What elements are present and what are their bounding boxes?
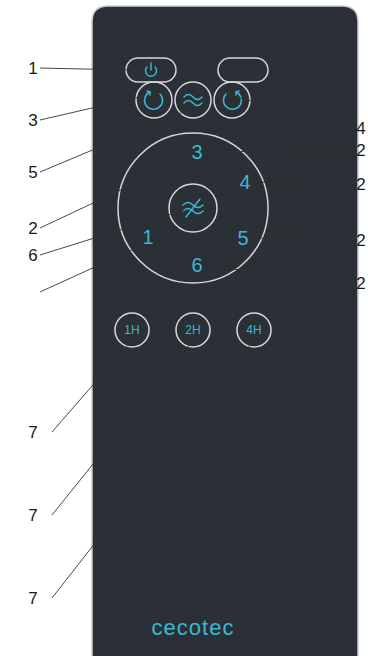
power-button [126, 58, 176, 82]
callout-number: 2 [356, 176, 365, 193]
timer-text: 1H [124, 324, 139, 336]
callout-number: 6 [28, 247, 37, 264]
rotate-right-button [214, 82, 250, 118]
wave-off-icon [183, 199, 203, 217]
callout-number: 2 [356, 142, 365, 159]
speed-number: 1 [142, 227, 153, 247]
center-button [169, 184, 217, 232]
speed-number: 5 [237, 228, 248, 248]
callout-number: 5 [28, 164, 37, 181]
timer-button [115, 313, 149, 347]
speed-number: 6 [191, 255, 202, 275]
blank-button [218, 58, 268, 82]
callout-number: 7 [28, 507, 37, 524]
rotate-icon [145, 92, 163, 109]
speed-ring [118, 133, 268, 283]
power-icon [146, 63, 157, 76]
timer-text: 4H [246, 324, 261, 336]
brand-logo: cecotec [152, 617, 235, 639]
callout-number: 2 [28, 220, 37, 237]
rotate-left-button [136, 82, 172, 118]
mode-button [175, 82, 211, 118]
rotate-icon [147, 91, 150, 95]
rotate-icon [236, 91, 239, 95]
leader-lines [40, 68, 353, 598]
wave-icon [184, 95, 202, 106]
timer-button [237, 313, 271, 347]
callout-number: 3 [28, 112, 37, 129]
timer-button [176, 313, 210, 347]
speed-number: 4 [239, 172, 250, 192]
callout-number: 7 [28, 590, 37, 607]
timer-text: 2H [185, 324, 200, 336]
speed-number: 3 [191, 142, 202, 162]
remote-body [92, 6, 358, 656]
callout-number: 4 [356, 120, 365, 137]
callout-number: 2 [356, 275, 365, 292]
callout-number: 2 [356, 232, 365, 249]
callout-number: 1 [28, 60, 37, 77]
rotate-icon [223, 92, 241, 109]
callout-number: 7 [28, 424, 37, 441]
